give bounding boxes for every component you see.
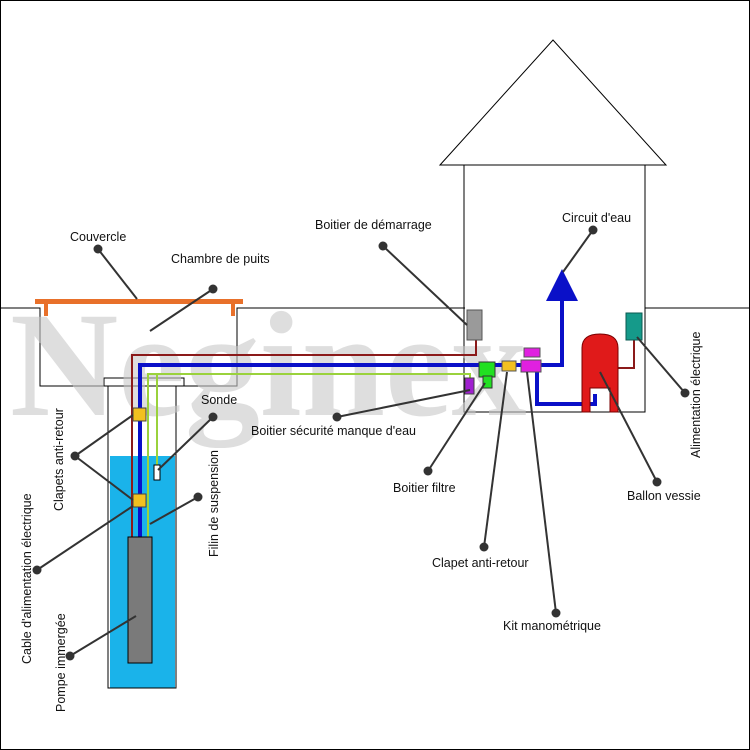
dot-clapet-house: [479, 542, 489, 552]
label-alimentation-electrique: Alimentation électrique: [689, 331, 703, 458]
label-clapets-anti-retour: Clapets anti-retour: [52, 408, 66, 511]
leader-clapet-upper: [74, 414, 134, 457]
leader-securite: [336, 389, 471, 418]
power-supply-box: [625, 312, 643, 341]
well-shaft: [107, 386, 177, 689]
submersible-pump: [127, 536, 153, 664]
leader-boitier-demarrage: [382, 245, 468, 326]
check-valve-upper: [132, 407, 147, 422]
well-collar: [103, 377, 185, 387]
label-cable-alimentation: Cable d'alimentation électrique: [20, 493, 34, 664]
label-sonde: Sonde: [201, 393, 237, 407]
leader-pompe: [69, 615, 137, 657]
check-valve-lower: [132, 493, 147, 508]
dot-chambre: [208, 284, 218, 294]
dot-circuit-eau: [588, 225, 598, 235]
leader-cable: [36, 505, 134, 571]
lid-leg-left: [44, 304, 48, 316]
manometer-gauge: [523, 347, 541, 358]
label-clapet-anti-retour: Clapet anti-retour: [432, 556, 529, 570]
label-circuit-eau: Circuit d'eau: [562, 211, 631, 225]
dot-filin: [193, 492, 203, 502]
filter-bowl: [482, 375, 493, 389]
filter-box: [478, 361, 496, 378]
dry-run-safety-box: [464, 377, 475, 395]
tank-pipe: [535, 365, 597, 406]
leader-clapet-lower: [74, 455, 134, 501]
lid: [35, 299, 243, 304]
house-walls: [463, 165, 646, 413]
dot-alimentation: [680, 388, 690, 398]
leader-circuit-eau: [562, 229, 594, 273]
leader-couvercle: [97, 248, 138, 300]
label-boitier-securite: Boitier sécurité manque d'eau: [251, 424, 416, 438]
dot-boitier-demarrage: [378, 241, 388, 251]
leader-dots: [32, 225, 690, 661]
dot-sonde: [208, 412, 218, 422]
dot-filtre: [423, 466, 433, 476]
label-kit-manometrique: Kit manométrique: [503, 619, 601, 633]
dot-ballon: [652, 477, 662, 487]
probe: [153, 464, 161, 481]
dot-cable: [32, 565, 42, 575]
dot-kit: [551, 608, 561, 618]
starter-box: [466, 309, 483, 341]
label-pompe-immergee: Pompe immergée: [54, 613, 68, 712]
leader-chambre: [149, 288, 214, 332]
label-chambre-de-puits: Chambre de puits: [171, 252, 270, 266]
leader-lines: [36, 229, 686, 657]
check-valve-house: [501, 360, 517, 372]
label-ballon-vessie: Ballon vessie: [627, 489, 701, 503]
label-couvercle: Couvercle: [70, 230, 126, 244]
leader-filin: [149, 496, 199, 525]
lid-leg-right: [231, 304, 235, 316]
dot-couvercle: [93, 244, 103, 254]
manometer-kit: [520, 359, 542, 373]
house-roof: [438, 39, 668, 166]
dot-securite: [332, 412, 342, 422]
water-pipe: [138, 269, 578, 540]
leader-sonde: [157, 416, 214, 471]
dot-clapets: [70, 451, 80, 461]
leader-clapet-house: [483, 371, 508, 548]
label-boitier-filtre: Boitier filtre: [393, 481, 456, 495]
leader-filtre: [427, 382, 486, 472]
leader-kit: [526, 371, 557, 614]
leader-alimentation: [636, 336, 686, 394]
label-boitier-demarrage: Boitier de démarrage: [315, 218, 432, 232]
dot-pompe: [65, 651, 75, 661]
leader-ballon: [599, 371, 658, 483]
label-filin-suspension: Filin de suspension: [207, 450, 221, 557]
